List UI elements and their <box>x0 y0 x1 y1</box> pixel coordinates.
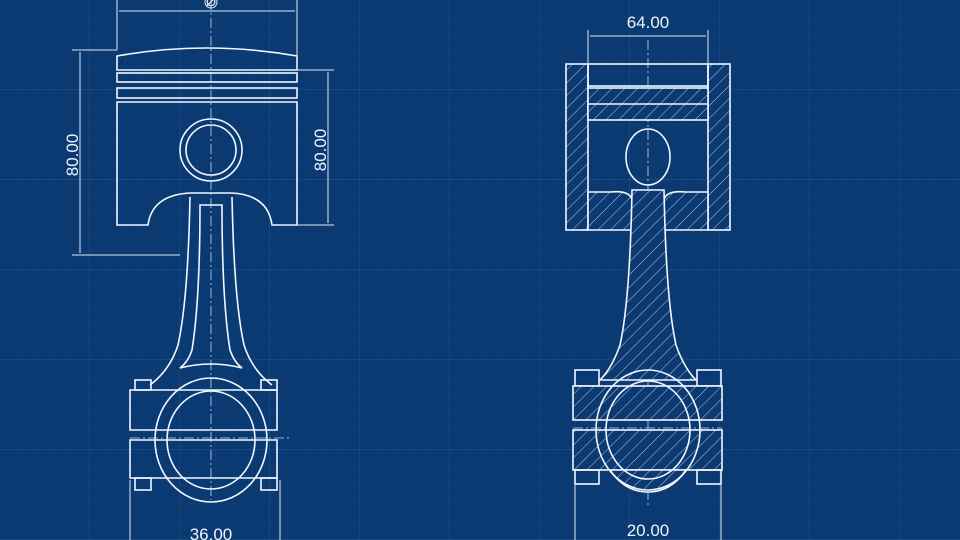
piston-section-view: 64.00 20.00 <box>565 13 731 540</box>
height-dimension-inner: 80.00 <box>311 129 330 172</box>
height-dimension-outer: 80.00 <box>63 134 82 177</box>
diameter-symbol: ⌀ <box>206 0 216 10</box>
bottom-width-dimension-right: 20.00 <box>627 521 670 540</box>
bottom-width-dimension-left: 36.00 <box>190 525 233 540</box>
piston-front-view: ⌀ 80.00 80.00 36.00 <box>63 0 334 540</box>
top-width-dimension-right: 64.00 <box>627 13 670 32</box>
